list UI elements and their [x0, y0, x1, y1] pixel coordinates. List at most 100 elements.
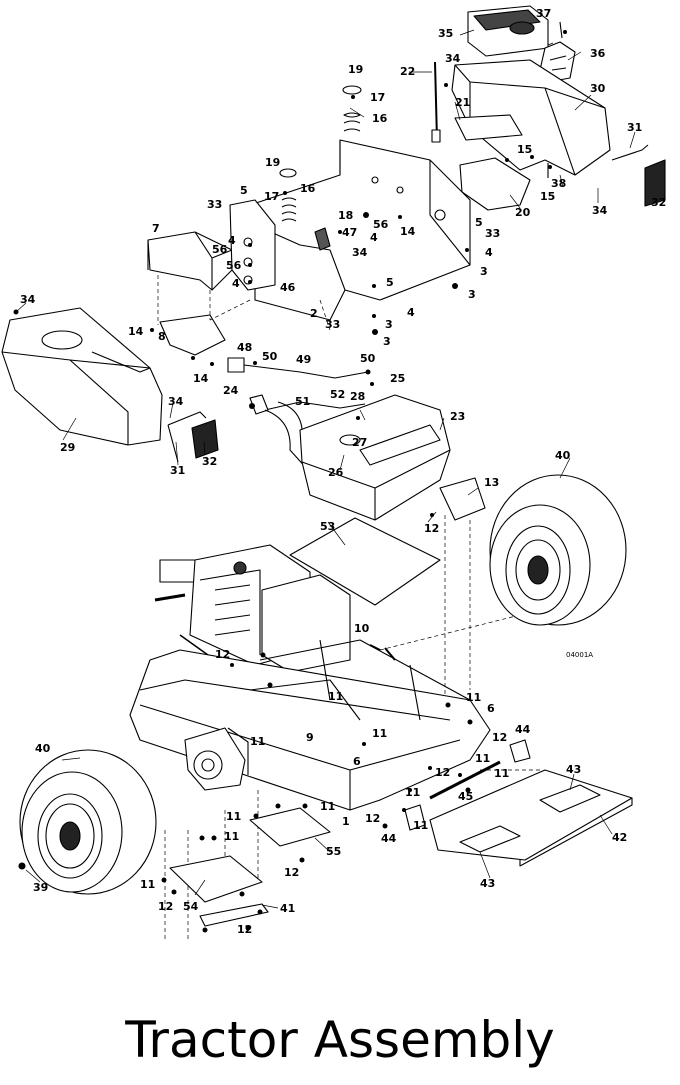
callout-20: 20 [515, 206, 531, 219]
callout-14: 14 [400, 225, 416, 238]
callout-55: 55 [326, 845, 341, 858]
callout-3b: 3 [468, 288, 476, 301]
callout-11e: 11 [475, 752, 490, 765]
seat-spring-part [279, 85, 362, 222]
callout-25: 25 [390, 372, 405, 385]
engine-part [154, 544, 351, 673]
callout-34: 34 [445, 52, 461, 65]
callout-12f: 12 [284, 866, 299, 879]
callout-11j: 11 [413, 819, 428, 832]
battery-cover-part [289, 517, 441, 606]
tractor-frame-part [129, 639, 491, 811]
callout-32: 32 [651, 196, 666, 209]
callout-16: 16 [372, 112, 388, 125]
callout-11l: 11 [140, 878, 155, 891]
callout-49: 49 [296, 353, 311, 366]
drawing-code: 04001A [566, 651, 593, 659]
callout-56: 56 [373, 218, 389, 231]
lower-bracket-part [199, 903, 269, 927]
callout-4d: 4 [232, 277, 240, 290]
callout-54: 54 [183, 900, 199, 913]
callout-45: 45 [458, 790, 473, 803]
callout-11k: 11 [224, 830, 239, 843]
callout-11h: 11 [226, 810, 241, 823]
callout-7: 7 [152, 222, 160, 235]
callout-43b: 43 [480, 877, 495, 890]
callout-11d: 11 [250, 735, 265, 748]
callout-11f: 11 [494, 767, 509, 780]
callout-14c: 14 [193, 372, 209, 385]
callout-6b: 6 [353, 755, 361, 768]
control-bracket-part [147, 199, 276, 291]
callout-11: 11 [328, 690, 343, 703]
callout-31: 31 [627, 121, 642, 134]
callout-47: 47 [342, 226, 357, 239]
callout-22: 22 [400, 65, 415, 78]
callout-27: 27 [352, 436, 367, 449]
callout-18: 18 [338, 209, 353, 222]
callout-44: 44 [515, 723, 531, 736]
callout-43: 43 [566, 763, 581, 776]
callout-9: 9 [306, 731, 314, 744]
callout-11i: 11 [320, 800, 335, 813]
callout-15b: 15 [540, 190, 555, 203]
callout-51: 51 [295, 395, 310, 408]
callout-42: 42 [612, 831, 627, 844]
callout-23: 23 [450, 410, 465, 423]
callout-4c: 4 [228, 234, 236, 247]
callout-5: 5 [240, 184, 248, 197]
guard-plate-part [249, 807, 331, 847]
exploded-parts-diagram: 35 37 36 34 22 30 21 19 17 16 31 15 38 1… [1, 5, 666, 940]
callout-24: 24 [223, 384, 239, 397]
console-cup-holder-part [467, 5, 576, 83]
callout-12d: 12 [435, 766, 450, 779]
callout-46: 46 [280, 281, 296, 294]
callout-37: 37 [536, 7, 551, 20]
callout-41: 41 [280, 902, 295, 915]
callout-33: 33 [207, 198, 222, 211]
callout-48: 48 [237, 341, 252, 354]
callout-1: 1 [342, 815, 350, 828]
callout-16b: 16 [300, 182, 316, 195]
callout-39: 39 [33, 881, 48, 894]
callout-8: 8 [158, 330, 166, 343]
callout-3d: 3 [383, 335, 391, 348]
throttle-linkage-part [227, 357, 369, 411]
callout-6: 6 [487, 702, 495, 715]
hydro-transmission-part [184, 727, 249, 791]
callout-4b: 4 [485, 246, 493, 259]
handle-right-part [611, 144, 666, 207]
foot-plate-part [429, 769, 633, 867]
callout-50b: 50 [360, 352, 376, 365]
callout-5c: 5 [386, 276, 394, 289]
rear-console-frame-part [451, 59, 611, 178]
callout-35: 35 [438, 27, 453, 40]
callout-12b: 12 [215, 648, 230, 661]
callout-30: 30 [590, 82, 606, 95]
callout-19b: 19 [265, 156, 280, 169]
callout-13: 13 [484, 476, 499, 489]
callout-10: 10 [354, 622, 370, 635]
callout-53: 53 [320, 520, 335, 533]
mount-plate-part [159, 314, 226, 356]
callout-11b: 11 [466, 691, 481, 704]
callout-12g: 12 [158, 900, 173, 913]
callout-33c: 33 [325, 318, 340, 331]
callout-12e: 12 [365, 812, 380, 825]
callout-50: 50 [262, 350, 278, 363]
page-title: Tractor Assembly [125, 1011, 555, 1069]
handle-left-part [167, 411, 219, 463]
callout-4: 4 [370, 231, 378, 244]
callout-52: 52 [330, 388, 345, 401]
callout-26: 26 [328, 466, 344, 479]
callout-44b: 44 [381, 832, 397, 845]
callout-14b: 14 [128, 325, 144, 338]
left-fender-part [1, 307, 163, 446]
callout-19: 19 [348, 63, 363, 76]
fuel-tank-part [299, 394, 451, 521]
callout-4e: 4 [407, 306, 415, 319]
callout-28: 28 [350, 390, 365, 403]
callout-15: 15 [517, 143, 532, 156]
callout-34b: 34 [592, 204, 608, 217]
callout-40: 40 [555, 449, 571, 462]
